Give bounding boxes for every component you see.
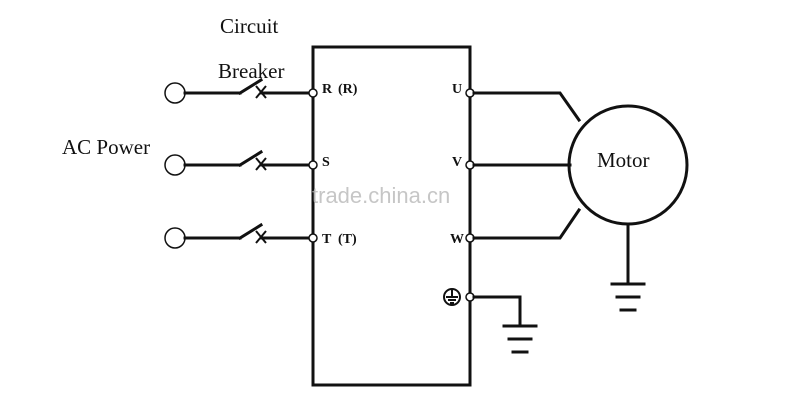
watermark: trade.china.cn	[312, 183, 450, 208]
input-line-r	[164, 77, 318, 104]
ac-source-terminal-t	[164, 227, 186, 249]
motor-ground	[610, 222, 646, 312]
terminal-label-u: U	[452, 82, 462, 97]
output-line-v	[465, 160, 572, 170]
ground-symbol-icon	[502, 324, 538, 354]
inverter-box	[311, 45, 472, 387]
terminal-alt-label-r: (R)	[338, 82, 358, 97]
input-line-t	[164, 222, 318, 249]
terminal-label-t: T	[322, 232, 332, 247]
inverter-ground	[443, 288, 538, 354]
output-line-w	[465, 207, 582, 243]
terminal-alt-label-t: (T)	[338, 232, 357, 247]
terminal-label-r: R	[322, 82, 333, 97]
terminal-r	[308, 88, 318, 98]
breaker-switch-s	[237, 149, 264, 168]
ac-source-terminal-r	[164, 82, 186, 104]
terminal-label-w: W	[450, 232, 464, 247]
ac-source-terminal-s	[164, 154, 186, 176]
terminal-label-v: V	[452, 155, 462, 170]
input-line-s	[164, 149, 318, 176]
circuit-breaker-label-line2: Breaker	[218, 59, 284, 83]
terminal-s	[308, 160, 318, 170]
motor-label: Motor	[597, 148, 650, 172]
terminal-label-s: S	[322, 155, 330, 170]
ground-symbol-icon	[610, 282, 646, 312]
terminal-t	[308, 233, 318, 243]
ac-power-label: AC Power	[62, 135, 150, 159]
circuit-breaker-label-line1: Circuit	[220, 14, 278, 38]
output-line-u	[465, 88, 582, 123]
protective-earth-icon	[443, 288, 461, 306]
breaker-switch-t	[237, 222, 264, 241]
breaker-switch-r	[237, 77, 264, 96]
